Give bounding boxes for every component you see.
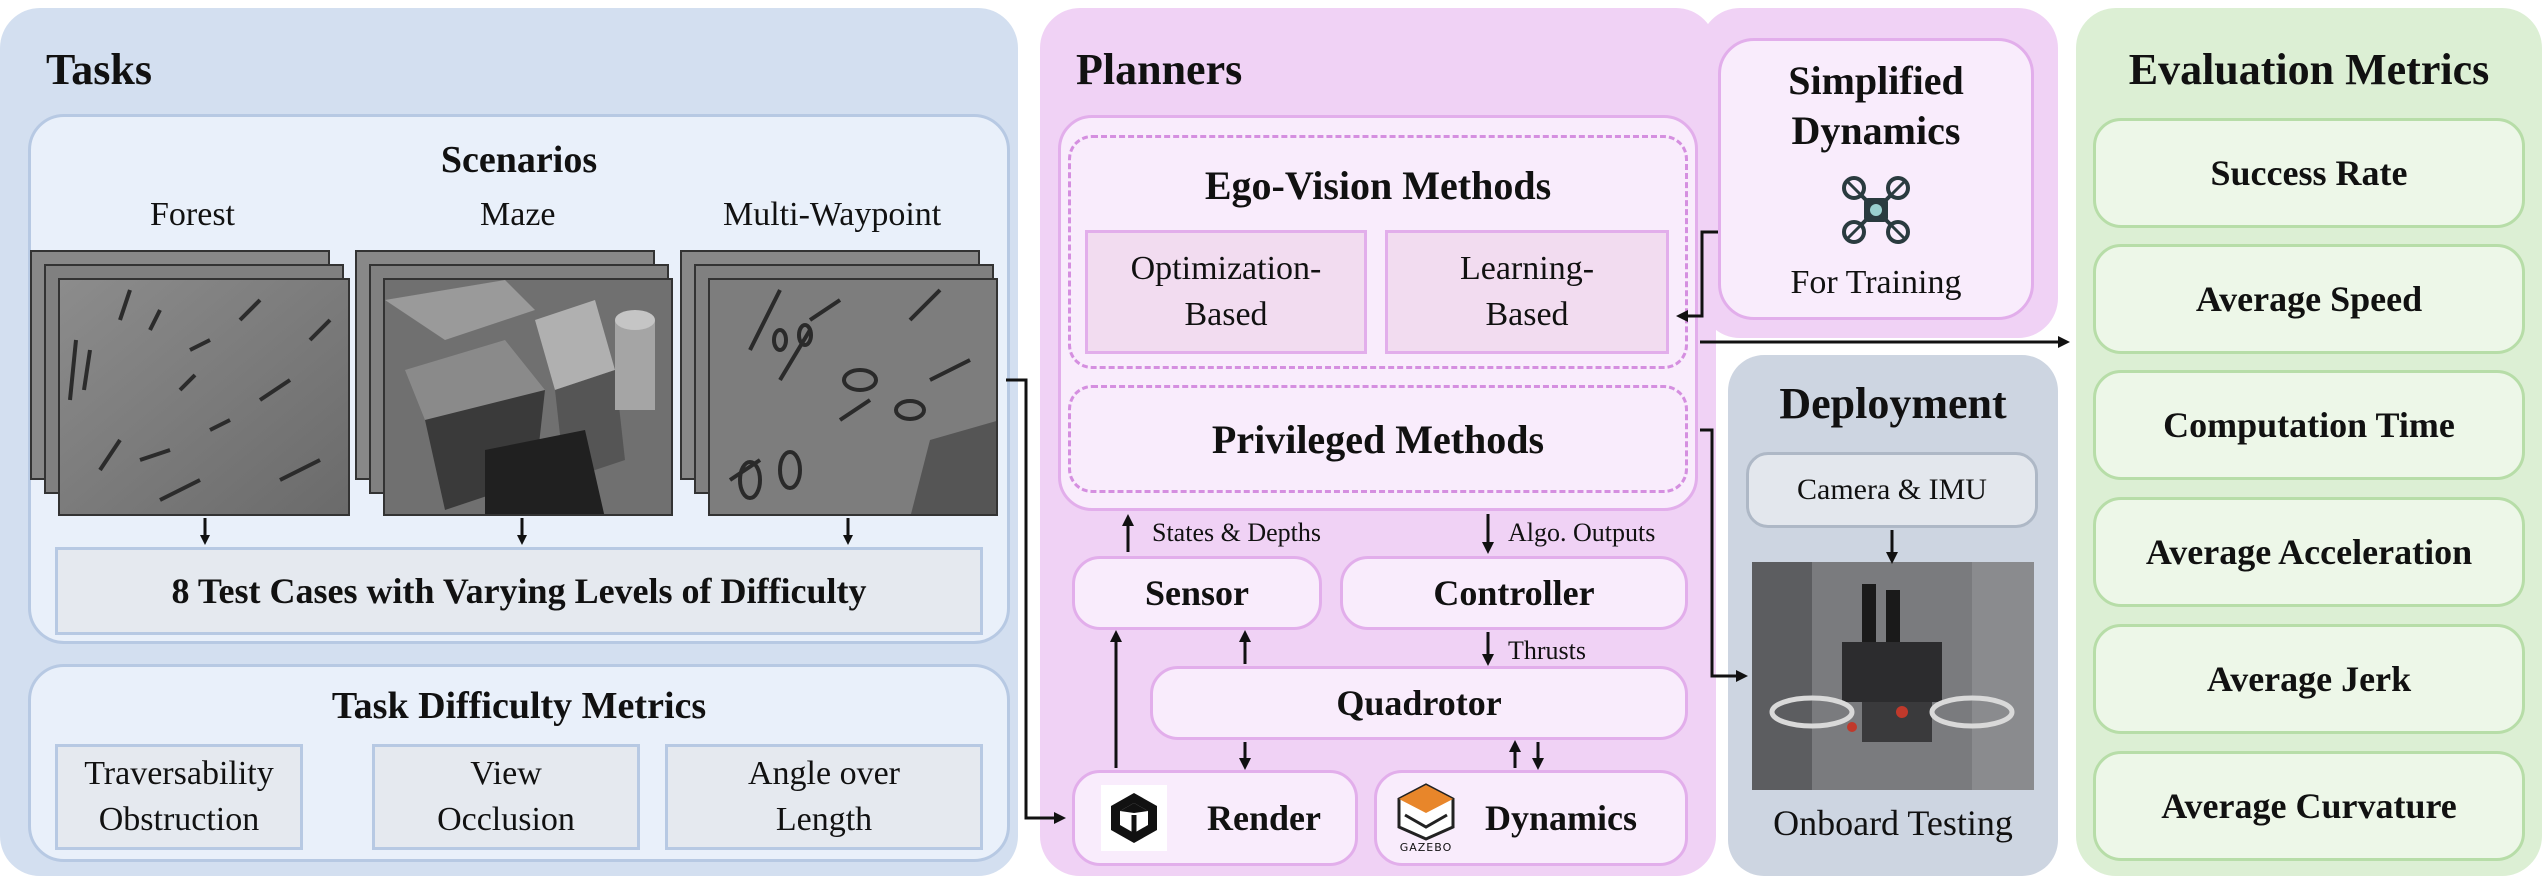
difficulty-title: Task Difficulty Metrics xyxy=(331,685,707,727)
drone-icon xyxy=(1842,176,1910,244)
evaluation-title: Evaluation Metrics xyxy=(2128,45,2490,94)
difficulty-item-line1: Traversability xyxy=(84,755,274,793)
algo-outputs-label: Algo. Outputs xyxy=(1508,518,1656,547)
difficulty-item-traversability: Traversability Obstruction xyxy=(55,744,303,850)
dynamics-box: GAZEBO Dynamics xyxy=(1374,770,1688,866)
optimization-line2: Based xyxy=(1184,296,1268,333)
metric-success-rate: Success Rate xyxy=(2093,118,2525,228)
difficulty-item-line1: Angle over xyxy=(747,755,900,793)
metric-average-curvature: Average Curvature xyxy=(2093,751,2525,861)
difficulty-item-line2: Obstruction xyxy=(98,801,260,838)
difficulty-item-view-occlusion: View Occlusion xyxy=(372,744,640,850)
maze-image xyxy=(383,278,673,516)
difficulty-item-angle-over-length: Angle over Length xyxy=(665,744,983,850)
drone-photo xyxy=(1752,562,2034,790)
simplified-box xyxy=(1718,38,2034,320)
tasks-title: Tasks xyxy=(46,45,153,94)
quadrotor-box: Quadrotor xyxy=(1150,666,1688,740)
scenarios-title: Scenarios xyxy=(440,139,598,181)
learning-line2: Based xyxy=(1485,296,1569,333)
thrusts-label: Thrusts xyxy=(1508,636,1586,665)
metric-average-acceleration: Average Acceleration xyxy=(2093,497,2525,607)
optimization-line1: Optimization- xyxy=(1130,250,1322,288)
learning-line1: Learning- xyxy=(1459,250,1595,288)
difficulty-item-line2: Length xyxy=(775,801,873,838)
ego-vision-title: Ego-Vision Methods xyxy=(1204,163,1552,208)
planners-title: Planners xyxy=(1076,45,1243,94)
simplified-title-line1: Simplified xyxy=(1788,58,1964,103)
difficulty-item-line1: View xyxy=(470,755,542,793)
camera-imu-box: Camera & IMU xyxy=(1746,452,2038,528)
gazebo-logo: GAZEBO xyxy=(1395,782,1457,854)
optimization-based-box: Optimization- Based xyxy=(1085,230,1367,354)
render-box: Render xyxy=(1072,770,1358,866)
test-cases-box: 8 Test Cases with Varying Levels of Diff… xyxy=(55,547,983,635)
forest-image xyxy=(58,278,350,516)
gazebo-text: GAZEBO xyxy=(1399,840,1453,854)
render-label: Render xyxy=(1207,798,1321,838)
onboard-testing-caption: Onboard Testing xyxy=(1773,803,2013,843)
gazebo-icon xyxy=(1397,782,1455,841)
dynamics-label: Dynamics xyxy=(1485,798,1637,838)
unity-icon xyxy=(1101,785,1167,851)
simplified-title-line2: Dynamics xyxy=(1791,108,1961,153)
scenario-label-multi-waypoint: Multi-Waypoint xyxy=(723,196,942,233)
metric-average-speed: Average Speed xyxy=(2093,244,2525,354)
controller-box: Controller xyxy=(1340,556,1688,630)
simplified-title: Simplified Dynamics xyxy=(1718,56,2034,156)
sensor-box: Sensor xyxy=(1072,556,1322,630)
learning-based-box: Learning- Based xyxy=(1385,230,1669,354)
metric-average-jerk: Average Jerk xyxy=(2093,624,2525,734)
scenario-label-maze: Maze xyxy=(480,196,556,233)
simplified-caption: For Training xyxy=(1790,264,1962,301)
metric-computation-time: Computation Time xyxy=(2093,370,2525,480)
difficulty-item-line2: Occlusion xyxy=(437,801,575,838)
scenario-label-forest: Forest xyxy=(150,196,235,233)
deployment-title: Deployment xyxy=(1779,379,2007,428)
privileged-methods-box: Privileged Methods xyxy=(1068,385,1688,493)
waypoint-image xyxy=(708,278,998,516)
states-depths-label: States & Depths xyxy=(1152,518,1321,547)
